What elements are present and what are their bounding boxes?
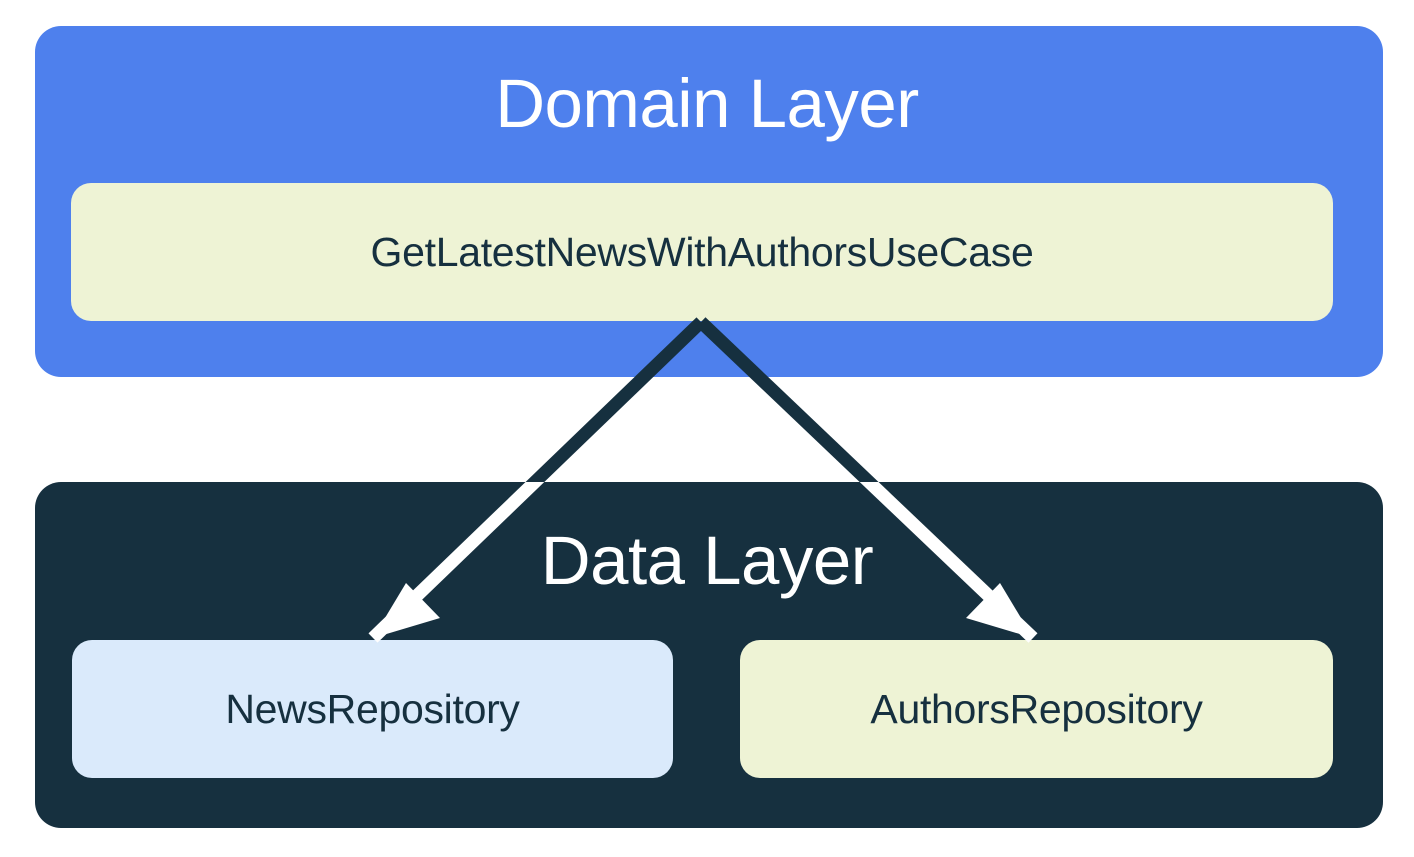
news-repository-label: NewsRepository — [225, 685, 520, 732]
authors-repository-box[interactable]: AuthorsRepository — [740, 640, 1333, 778]
authors-repository-label: AuthorsRepository — [870, 685, 1203, 732]
data-layer-title: Data Layer — [540, 522, 874, 599]
news-repository-box[interactable]: NewsRepository — [72, 640, 673, 778]
usecase-label: GetLatestNewsWithAuthorsUseCase — [370, 228, 1034, 275]
domain-layer-title: Domain Layer — [495, 65, 919, 142]
usecase-box[interactable]: GetLatestNewsWithAuthorsUseCase — [71, 183, 1333, 321]
